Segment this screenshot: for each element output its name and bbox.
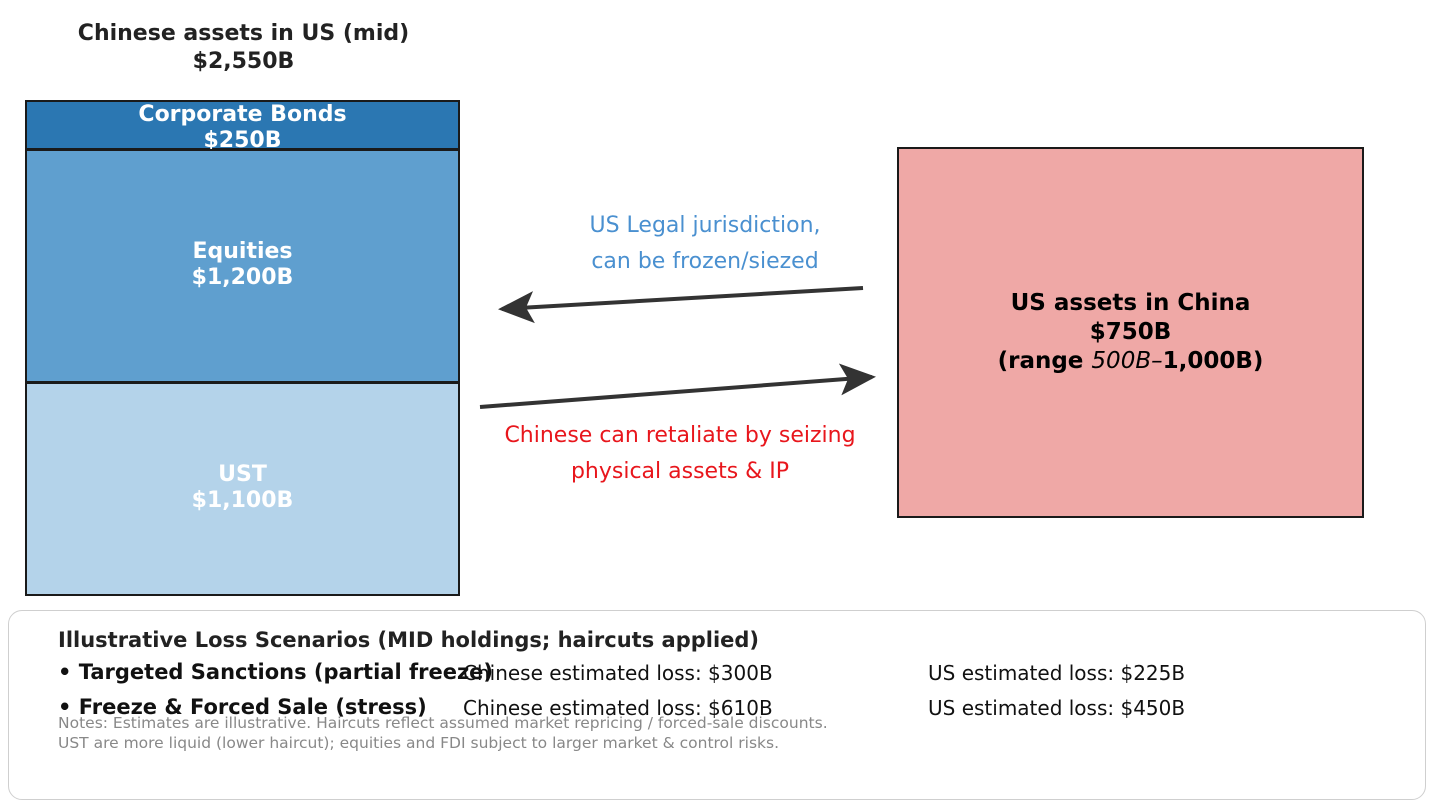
arrow-china-retaliation	[479, 363, 876, 409]
scenario-us-loss: US estimated loss: $225B	[928, 661, 1186, 685]
scenario-name: • Freeze & Forced Sale (stress)	[58, 695, 427, 719]
equities-value: $1,200B	[191, 265, 294, 290]
chinese-assets-title-text: Chinese assets in US (mid)	[77, 21, 410, 46]
loss-scenarios-panel	[8, 610, 1426, 800]
scenario-us-loss: US estimated loss: $450B	[928, 696, 1186, 720]
arrow-us-to-china-assets	[498, 286, 864, 324]
ust-block: UST $1,100B	[25, 382, 460, 596]
china-retaliation-line1: Chinese can retaliate by seizing	[504, 423, 856, 448]
notes-line2: UST are more liquid (lower haircut); equ…	[58, 734, 779, 752]
us-jurisdiction-line1: US Legal jurisdiction,	[589, 213, 821, 238]
us-assets-value: $750B	[1089, 319, 1172, 345]
china-retaliation-label: Chinese can retaliate by seizing physica…	[470, 418, 890, 490]
equities-label: Equities	[192, 239, 293, 264]
ust-value: $1,100B	[191, 488, 294, 513]
arrows-layer	[479, 286, 876, 409]
scenario-china-loss: Chinese estimated loss: $610B	[463, 696, 773, 720]
scenario-china-loss: Chinese estimated loss: $300B	[463, 661, 773, 685]
range-prefix: (range	[997, 348, 1092, 374]
ust-label: UST	[218, 462, 267, 487]
range-suffix: 1,000B)	[1162, 348, 1264, 374]
scenario-name: • Targeted Sanctions (partial freeze)	[58, 660, 494, 684]
notes: Notes: Estimates are illustrative. Hairc…	[58, 713, 828, 753]
corporate-bonds-value: $250B	[203, 128, 282, 153]
chinese-assets-title: Chinese assets in US (mid) $2,550B	[25, 20, 462, 76]
notes-line1: Notes: Estimates are illustrative. Hairc…	[58, 714, 828, 732]
us-jurisdiction-line2: can be frozen/siezed	[591, 249, 819, 274]
us-assets-range: (range 500B–1,000B)	[998, 347, 1264, 376]
china-retaliation-line2: physical assets & IP	[570, 459, 790, 484]
corporate-bonds-label: Corporate Bonds	[138, 102, 347, 127]
us-assets-title: US assets in China	[1010, 290, 1251, 316]
us-assets-in-china-box: US assets in China $750B (range 500B–1,0…	[897, 147, 1364, 518]
corporate-bonds-block: Corporate Bonds $250B	[25, 100, 460, 153]
us-jurisdiction-label: US Legal jurisdiction, can be frozen/sie…	[540, 208, 870, 280]
range-mid: 500B–	[1091, 348, 1163, 374]
loss-scenarios-title: Illustrative Loss Scenarios (MID holding…	[58, 628, 760, 652]
chinese-assets-total: $2,550B	[192, 49, 295, 74]
